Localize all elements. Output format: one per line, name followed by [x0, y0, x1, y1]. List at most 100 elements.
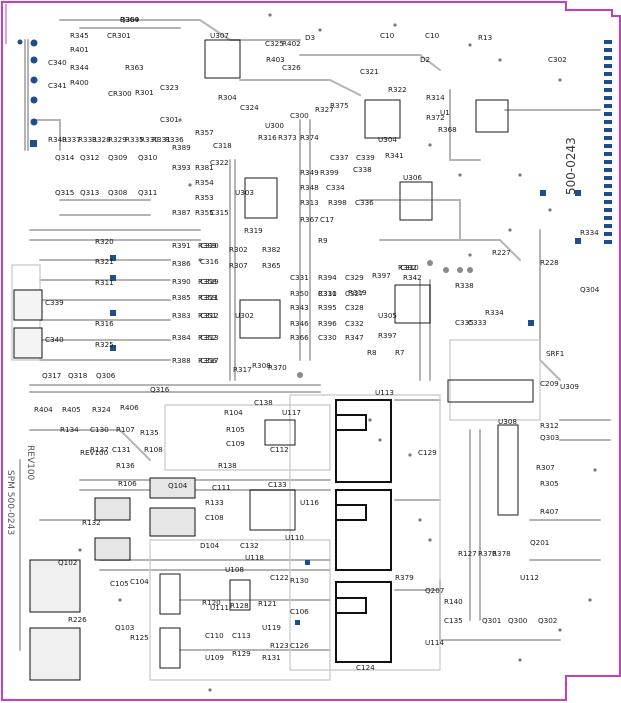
- ref-designator-c110: C110: [205, 631, 224, 640]
- ref-designator-r107: R107: [116, 425, 135, 434]
- ref-designator-u305: U305: [378, 311, 397, 320]
- ref-designator-u117: U117: [282, 408, 301, 417]
- ref-designator-r381: R381: [195, 163, 214, 172]
- ref-designator-c301: C301: [160, 115, 179, 124]
- ref-designator-c108: C108: [205, 513, 224, 522]
- ref-designator-r316: R316: [95, 319, 114, 328]
- ref-designator-r399: R399: [320, 168, 339, 177]
- ref-designator-c335: C335: [455, 318, 474, 327]
- ref-designator-u309: U309: [560, 382, 579, 391]
- ref-designator-r396: R396: [318, 319, 337, 328]
- ref-designator-c327: C327: [345, 289, 364, 298]
- ref-designator-r402: R402: [282, 39, 301, 48]
- ref-designator-r355: R355: [195, 208, 214, 217]
- ref-designator-c131: C131: [112, 445, 131, 454]
- ref-designator-c326: C326: [282, 63, 301, 72]
- ref-designator-r340: R340: [48, 135, 67, 144]
- ref-designator-q300: Q300: [508, 616, 528, 625]
- ref-designator-r399: R399: [198, 241, 217, 250]
- ref-designator-q304: Q304: [580, 285, 600, 294]
- ref-designator-c325: C325: [265, 39, 284, 48]
- ref-designator-r129: R129: [232, 649, 251, 658]
- ref-designator-r387: R387: [172, 208, 191, 217]
- copper-planes: [11, 264, 541, 681]
- ref-designator-r337: R337: [62, 135, 81, 144]
- ref-designator-r302: R302: [229, 245, 248, 254]
- ref-designator-c334: C334: [326, 183, 345, 192]
- ref-designator-r379: R379: [395, 573, 414, 582]
- ref-designator-c313: C313: [200, 333, 219, 342]
- ref-designator-u306: U306: [403, 173, 422, 182]
- ref-designator-r351: R351: [198, 311, 217, 320]
- ref-designator-r105: R105: [226, 425, 245, 434]
- ref-designator-r9: R9: [318, 236, 328, 245]
- ref-designator-r319: R319: [244, 226, 263, 235]
- ref-designator-r372: R372: [426, 113, 445, 122]
- ref-designator-d3: D3: [305, 33, 315, 42]
- ref-designator-c322: C322: [210, 158, 229, 167]
- ref-designator-r313: R313: [300, 198, 319, 207]
- ref-designator-r327: R327: [315, 105, 334, 114]
- ref-designator-r353: R353: [195, 193, 214, 202]
- ref-designator-r392: R392: [398, 263, 417, 272]
- ref-designator-r123: R123: [270, 641, 289, 650]
- ref-designator-r367: R367: [300, 215, 319, 224]
- ref-designator-r395: R395: [318, 303, 337, 312]
- ref-designator-r136: R136: [116, 461, 135, 470]
- ref-designator-r390: R390: [172, 277, 191, 286]
- ref-designator-c130: C130: [90, 425, 109, 434]
- ref-designator-r398: R398: [328, 198, 347, 207]
- ref-designator-r389: R389: [172, 143, 191, 152]
- ref-designator-r391: R391: [172, 241, 191, 250]
- ref-designator-u300: U300: [265, 121, 284, 130]
- ref-designator-d2: D2: [420, 55, 430, 64]
- ref-designator-r138: R138: [218, 461, 237, 470]
- ref-designator-r335: R335: [125, 135, 144, 144]
- ref-designator-r349: R349: [300, 168, 319, 177]
- ref-designator-r319: R319: [348, 288, 367, 297]
- component-outlines: [159, 39, 534, 669]
- ref-designator-u109: U109: [205, 653, 224, 662]
- ref-designator-u108: U108: [225, 565, 244, 574]
- ref-designator-c113: C113: [232, 631, 251, 640]
- ref-designator-r388: R388: [172, 356, 191, 365]
- ref-designator-c323: C323: [160, 83, 179, 92]
- ref-designator-r134: R134: [60, 425, 79, 434]
- ref-designator-r348: R348: [300, 183, 319, 192]
- ref-designator-c310: C310: [400, 263, 419, 272]
- ref-designator-srf1: SRF1: [546, 349, 564, 358]
- ref-designator-q314: Q314: [55, 153, 75, 162]
- ref-designator-r364: R364: [120, 15, 139, 24]
- ref-designator-u308: U308: [498, 417, 517, 426]
- ref-designator-q310: Q310: [138, 153, 158, 162]
- ref-designator-r120: R120: [202, 598, 221, 607]
- ref-designator-c315: C315: [210, 208, 229, 217]
- ref-designator-r330: R330: [140, 135, 159, 144]
- ref-designator-u111: U111: [210, 603, 229, 612]
- ref-designator-r333: R333: [78, 135, 97, 144]
- ref-designator-r346: R346: [290, 319, 309, 328]
- ref-designator-r368: R368: [438, 125, 457, 134]
- ref-designator-r350: R350: [290, 289, 309, 298]
- ref-designator-r400: R400: [70, 78, 89, 87]
- ref-designator-c328: C328: [345, 303, 364, 312]
- ref-designator-r307: R307: [536, 463, 555, 472]
- ref-designator-r397: R397: [372, 271, 391, 280]
- ref-designator-c10: C10: [425, 31, 440, 40]
- ref-designator-c138: C138: [254, 398, 273, 407]
- ref-designator-r314: R314: [426, 93, 445, 102]
- ref-designator-q308: Q308: [108, 188, 128, 197]
- ref-designator-r365: R365: [262, 261, 281, 270]
- ref-designator-r226: R226: [68, 615, 87, 624]
- ref-designator-c336: C336: [355, 198, 374, 207]
- ref-designator-r329: R329: [108, 135, 127, 144]
- ref-designator-cr300: CR300: [108, 89, 132, 98]
- ref-designator-u110: U110: [285, 533, 304, 542]
- ref-designator-r404: R404: [34, 405, 53, 414]
- spm-part-text: SPM 500-0243: [5, 470, 15, 535]
- ref-designator-r370: R370: [268, 363, 287, 372]
- ref-designator-r108: R108: [144, 445, 163, 454]
- ref-designator-c333: C333: [468, 318, 487, 327]
- ref-designator-r342: R342: [403, 273, 422, 282]
